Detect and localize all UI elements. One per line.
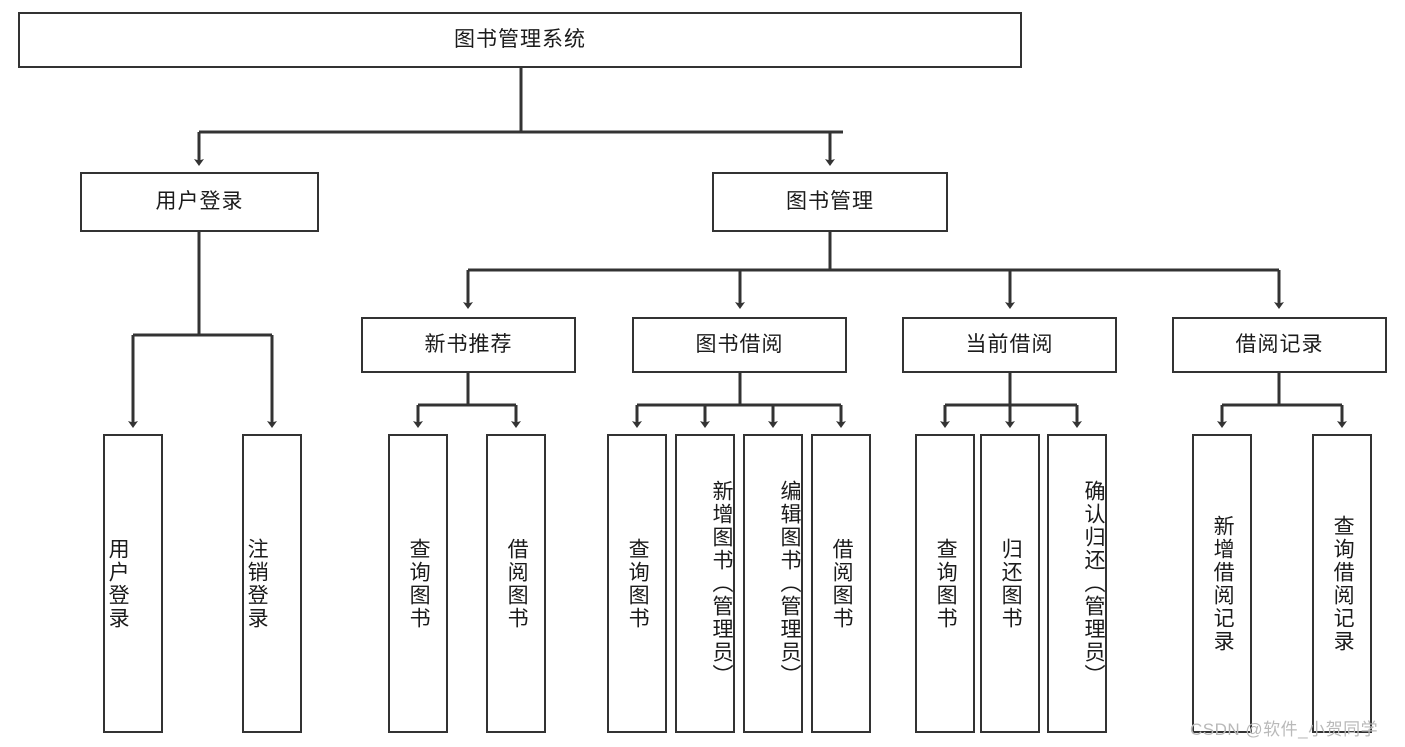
leaf-user-login-login[interactable]: 用户登录	[103, 434, 163, 733]
node-label: 查询借阅记录	[1331, 514, 1355, 653]
leaf-current-confirm-return-admin[interactable]: 确认归还（管理员）	[1047, 434, 1107, 733]
node-label: 新增图书（管理员）	[710, 480, 733, 687]
node-book-management[interactable]: 图书管理	[712, 172, 948, 232]
node-label: 借阅图书	[505, 537, 529, 630]
node-book-borrow[interactable]: 图书借阅	[632, 317, 847, 373]
leaf-new-book-borrow[interactable]: 借阅图书	[486, 434, 546, 733]
node-label: 图书借阅	[695, 332, 784, 356]
node-label: 查询图书	[407, 537, 431, 630]
leaf-borrow-add-book-admin[interactable]: 新增图书（管理员）	[675, 434, 735, 733]
leaf-record-add-record[interactable]: 新增借阅记录	[1192, 434, 1252, 733]
node-label: 图书管理	[786, 189, 874, 213]
node-label: 用户登录	[106, 537, 130, 630]
leaf-borrow-borrow-book[interactable]: 借阅图书	[811, 434, 871, 733]
node-borrow-record[interactable]: 借阅记录	[1172, 317, 1387, 373]
node-label: 借阅图书	[830, 537, 854, 630]
node-label: 借阅记录	[1235, 332, 1324, 356]
leaf-borrow-query-book[interactable]: 查询图书	[607, 434, 667, 733]
node-label: 编辑图书（管理员）	[778, 480, 801, 687]
node-label: 新增借阅记录	[1211, 514, 1235, 653]
node-label: 注销登录	[245, 537, 269, 630]
node-label: 归还图书	[999, 537, 1023, 630]
node-label: 图书管理系统	[454, 27, 586, 51]
node-label: 查询图书	[934, 537, 958, 630]
leaf-user-login-logout[interactable]: 注销登录	[242, 434, 302, 733]
node-current-borrow[interactable]: 当前借阅	[902, 317, 1117, 373]
csdn-watermark: CSDN @软件_小贺同学	[1190, 720, 1379, 739]
leaf-new-book-query[interactable]: 查询图书	[388, 434, 448, 733]
leaf-record-query-record[interactable]: 查询借阅记录	[1312, 434, 1372, 733]
node-root-library-system[interactable]: 图书管理系统	[18, 12, 1022, 68]
node-label: 查询图书	[626, 537, 650, 630]
leaf-current-query-book[interactable]: 查询图书	[915, 434, 975, 733]
node-label: 用户登录	[155, 189, 244, 213]
leaf-borrow-edit-book-admin[interactable]: 编辑图书（管理员）	[743, 434, 803, 733]
leaf-current-return-book[interactable]: 归还图书	[980, 434, 1040, 733]
node-label: 确认归还（管理员）	[1082, 480, 1105, 687]
node-label: 当前借阅	[965, 332, 1054, 356]
node-new-book-recommend[interactable]: 新书推荐	[361, 317, 576, 373]
node-user-login[interactable]: 用户登录	[80, 172, 319, 232]
node-label: 新书推荐	[424, 332, 513, 356]
